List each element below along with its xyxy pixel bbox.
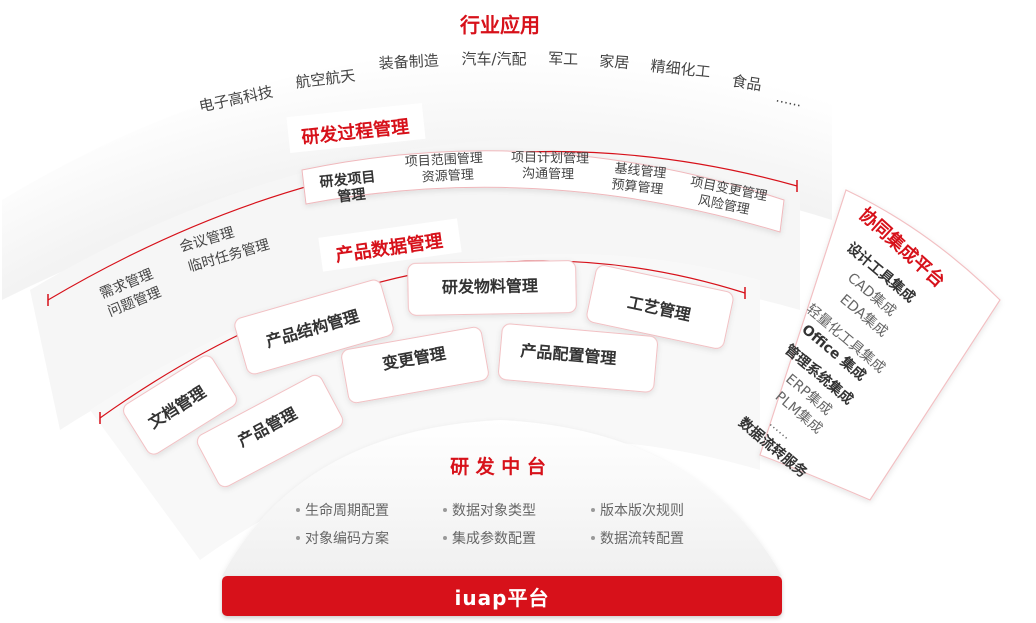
industry-item: 汽车/汽配	[461, 50, 526, 68]
project-item: 基线管理	[614, 161, 667, 181]
industry-item: 食品	[731, 72, 763, 94]
product-card-label: 研发物料管理	[442, 276, 538, 297]
project-item: 项目范围管理	[404, 151, 483, 170]
iuap-platform-bar: iuap平台	[222, 576, 782, 616]
project-item: 项目计划管理	[511, 150, 589, 166]
collab-panel	[759, 189, 1001, 501]
industry-title: 行业应用	[459, 13, 540, 37]
product-cards: 文档管理 产品结构管理 研发物料管理 工艺管理 产品管理 变更管理 产品配置管理	[123, 260, 734, 488]
product-card	[234, 279, 394, 375]
rd-platform-item: 数据对象类型	[452, 503, 536, 519]
project-item: 沟通管理	[522, 167, 574, 183]
project-box-label: 研发项目	[319, 168, 376, 191]
product-card	[586, 265, 734, 349]
product-data-title-bg	[318, 218, 462, 272]
rd-platform-item: 集成参数配置	[452, 530, 536, 547]
bullet-icon	[591, 536, 595, 540]
product-card	[123, 355, 237, 455]
project-item: 预算管理	[611, 177, 664, 197]
rd-platform-title: 研 发 中 台	[450, 455, 546, 478]
industry-item: 军工	[548, 49, 579, 68]
iuap-platform-label: iuap平台	[454, 585, 550, 610]
industry-item: 装备制造	[378, 51, 439, 72]
bullet-icon	[591, 508, 595, 512]
rd-platform-item: 版本版次规则	[600, 503, 684, 519]
rd-platform-items: 生命周期配置 数据对象类型 版本版次规则 对象编码方案 集成参数配置 数据流转配…	[296, 502, 684, 547]
rd-platform-item: 生命周期配置	[305, 502, 389, 519]
rd-platform-item: 对象编码方案	[305, 530, 389, 547]
bullet-icon	[296, 536, 300, 540]
rd-process-title-bg	[286, 102, 426, 154]
product-card	[196, 374, 344, 488]
bullet-icon	[443, 508, 447, 512]
product-card	[498, 323, 658, 393]
rd-platform-dome	[222, 420, 782, 576]
bullet-icon	[443, 536, 447, 540]
industry-item: ……	[774, 91, 803, 111]
product-card	[407, 260, 577, 316]
product-card	[341, 326, 489, 404]
project-box-label: 管理	[337, 186, 367, 206]
bullet-icon	[296, 508, 300, 512]
rd-platform-item: 数据流转配置	[600, 531, 684, 547]
project-box	[301, 150, 785, 233]
industry-item: 家居	[599, 52, 630, 72]
project-item: 资源管理	[421, 168, 474, 186]
